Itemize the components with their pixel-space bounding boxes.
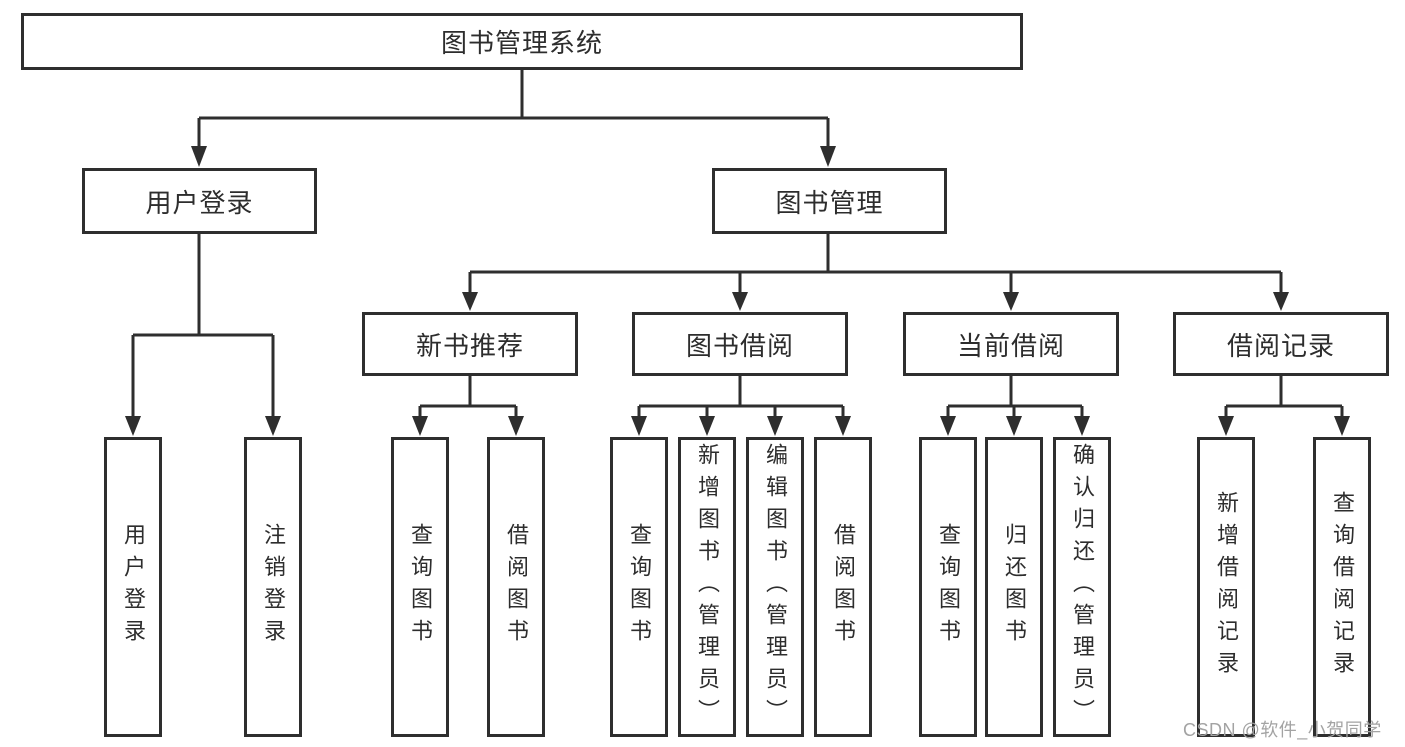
node-borrow-record: 借阅记录 bbox=[1173, 312, 1389, 376]
connector-current-borrow-to-leaves bbox=[940, 376, 1090, 436]
leaf-user-login-label: 用户登录 bbox=[121, 523, 146, 651]
node-borrow-record-label: 借阅记录 bbox=[1226, 330, 1335, 361]
leaf-nbr-borrow-book-label: 借阅图书 bbox=[504, 523, 529, 651]
leaf-br-add-record: 新增借阅记录 bbox=[1197, 437, 1255, 737]
leaf-cb-query-book: 查询图书 bbox=[919, 437, 977, 737]
connector-new-book-recommend-to-leaves bbox=[412, 376, 524, 436]
node-book-borrow: 图书借阅 bbox=[632, 312, 848, 376]
leaf-cb-confirm-return-label: 确认归还（管理员） bbox=[1070, 443, 1095, 731]
leaf-br-query-record-label: 查询借阅记录 bbox=[1330, 491, 1355, 683]
leaf-bb-add-book-label: 新增图书（管理员） bbox=[695, 443, 720, 731]
leaf-cb-confirm-return: 确认归还（管理员） bbox=[1053, 437, 1111, 737]
node-current-borrow-label: 当前借阅 bbox=[956, 330, 1065, 361]
leaf-cb-return-book-label: 归还图书 bbox=[1002, 523, 1027, 651]
leaf-logout: 注销登录 bbox=[244, 437, 302, 737]
leaf-bb-edit-book-label: 编辑图书（管理员） bbox=[763, 443, 788, 731]
leaf-bb-borrow-book-label: 借阅图书 bbox=[831, 523, 856, 651]
leaf-nbr-borrow-book: 借阅图书 bbox=[487, 437, 545, 737]
node-current-borrow: 当前借阅 bbox=[903, 312, 1119, 376]
node-book-management: 图书管理 bbox=[712, 168, 947, 234]
leaf-bb-query-book: 查询图书 bbox=[610, 437, 668, 737]
node-root-label: 图书管理系统 bbox=[440, 28, 603, 58]
leaf-br-add-record-label: 新增借阅记录 bbox=[1214, 491, 1239, 683]
node-new-book-recommend-label: 新书推荐 bbox=[415, 330, 524, 361]
leaf-logout-label: 注销登录 bbox=[261, 523, 286, 651]
connector-root-to-level2 bbox=[191, 70, 836, 167]
leaf-cb-return-book: 归还图书 bbox=[985, 437, 1043, 737]
leaf-br-query-record: 查询借阅记录 bbox=[1313, 437, 1371, 737]
leaf-bb-query-book-label: 查询图书 bbox=[627, 523, 652, 651]
node-user-login-label: 用户登录 bbox=[145, 187, 254, 218]
leaf-cb-query-book-label: 查询图书 bbox=[936, 523, 961, 651]
leaf-user-login: 用户登录 bbox=[104, 437, 162, 737]
leaf-nbr-query-book: 查询图书 bbox=[391, 437, 449, 737]
node-book-borrow-label: 图书借阅 bbox=[685, 330, 794, 361]
csdn-watermark: CSDN @软件_小贺同学 bbox=[1183, 720, 1382, 740]
connector-book-management-to-level3 bbox=[462, 234, 1289, 311]
leaf-bb-edit-book: 编辑图书（管理员） bbox=[746, 437, 804, 737]
node-new-book-recommend: 新书推荐 bbox=[362, 312, 578, 376]
leaf-nbr-query-book-label: 查询图书 bbox=[408, 523, 433, 651]
leaf-bb-add-book: 新增图书（管理员） bbox=[678, 437, 736, 737]
connector-borrow-record-to-leaves bbox=[1218, 376, 1350, 436]
node-book-management-label: 图书管理 bbox=[775, 187, 884, 218]
node-user-login: 用户登录 bbox=[82, 168, 317, 234]
connector-user-login-to-leaves bbox=[125, 234, 281, 436]
connector-book-borrow-to-leaves bbox=[631, 376, 851, 436]
node-root: 图书管理系统 bbox=[21, 13, 1023, 70]
leaf-bb-borrow-book: 借阅图书 bbox=[814, 437, 872, 737]
